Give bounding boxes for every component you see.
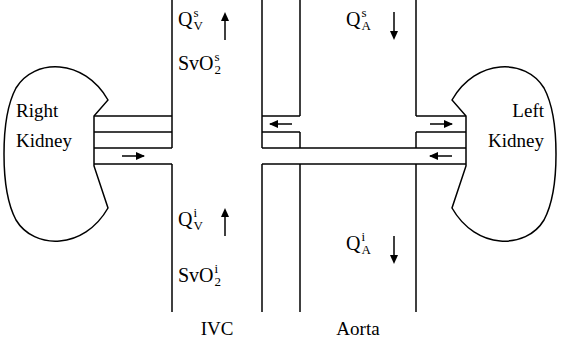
- vessel-wall: [94, 147, 172, 149]
- vessel-wall: [299, 0, 301, 116]
- kidney-shape: Right Kidney: [4, 58, 112, 250]
- vessel-wall: [171, 164, 173, 312]
- script-stack: iV: [193, 206, 202, 232]
- script-stack: iA: [361, 230, 370, 256]
- vessel-wall: [299, 132, 301, 148]
- vessel-label: IVC: [171, 318, 263, 340]
- organ-label: Right Kidney: [16, 96, 90, 156]
- flow-label: QiA: [346, 230, 371, 256]
- vessel-wall: [94, 131, 172, 133]
- node-outline: [299, 0, 417, 345]
- vessel-wall: [415, 164, 417, 312]
- arrow-head: [269, 120, 278, 128]
- vessel-wall: [262, 131, 300, 133]
- renal-vessel: [94, 148, 172, 164]
- vessel-label: Aorta: [299, 318, 417, 340]
- flow-label: SvOs2: [178, 50, 221, 76]
- vessel-wall: [415, 132, 417, 148]
- vessel-wall: [262, 163, 466, 165]
- artery-vessel: Aorta: [299, 0, 417, 345]
- vessel-wall: [94, 115, 172, 117]
- flow-arrow-up: [221, 208, 229, 236]
- arrow-head: [136, 152, 145, 160]
- label-subscript: V: [193, 219, 202, 232]
- script-stack: s2: [215, 50, 222, 76]
- script-stack: sV: [193, 6, 202, 32]
- label-subscript: 2: [215, 275, 222, 288]
- organ-label: Left Kidney: [470, 96, 544, 156]
- label-superscript: i: [361, 230, 370, 243]
- label-base: Q: [346, 7, 360, 31]
- flow-label: QsA: [346, 6, 371, 32]
- flow-arrow-down: [390, 12, 398, 40]
- node-outline: [4, 58, 112, 250]
- flow-arrow-down: [390, 236, 398, 264]
- vessel-wall: [261, 0, 263, 148]
- script-stack: sA: [361, 6, 370, 32]
- vessel-wall: [262, 147, 466, 149]
- label-superscript: i: [215, 262, 222, 275]
- renal-vessel: [416, 116, 466, 132]
- kidney-shape: Left Kidney: [448, 58, 556, 250]
- vessel-wall: [416, 115, 466, 117]
- flow-arrow-up: [221, 12, 229, 40]
- vessel-wall: [94, 163, 172, 165]
- node-outline: [448, 58, 556, 250]
- label-base: Q: [178, 207, 192, 231]
- flow-label: SvOi2: [178, 262, 221, 288]
- vessel-wall: [299, 164, 301, 312]
- label-base: Q: [178, 7, 192, 31]
- label-subscript: 2: [215, 63, 222, 76]
- vessel-wall: [171, 0, 173, 148]
- label-subscript: A: [361, 243, 370, 256]
- label-base: SvO: [178, 51, 214, 75]
- arrow-head: [444, 120, 453, 128]
- label-subscript: V: [193, 19, 202, 32]
- flow-label: QiV: [178, 206, 203, 232]
- renal-vessel: [262, 148, 466, 164]
- kidney-outline: [452, 67, 556, 241]
- vessel-wall: [261, 164, 263, 312]
- arrow-head: [429, 152, 438, 160]
- vessel-wall: [262, 115, 300, 117]
- label-superscript: s: [361, 6, 370, 19]
- kidney-outline: [4, 67, 108, 241]
- vessel-wall: [416, 131, 466, 133]
- label-superscript: i: [193, 206, 202, 219]
- flow-label: QsV: [178, 6, 203, 32]
- label-base: Q: [346, 231, 360, 255]
- label-superscript: s: [215, 50, 222, 63]
- label-base: SvO: [178, 263, 214, 287]
- label-subscript: A: [361, 19, 370, 32]
- vessel-wall: [415, 0, 417, 116]
- label-superscript: s: [193, 6, 202, 19]
- script-stack: i2: [215, 262, 222, 288]
- renal-vessel: [94, 116, 300, 132]
